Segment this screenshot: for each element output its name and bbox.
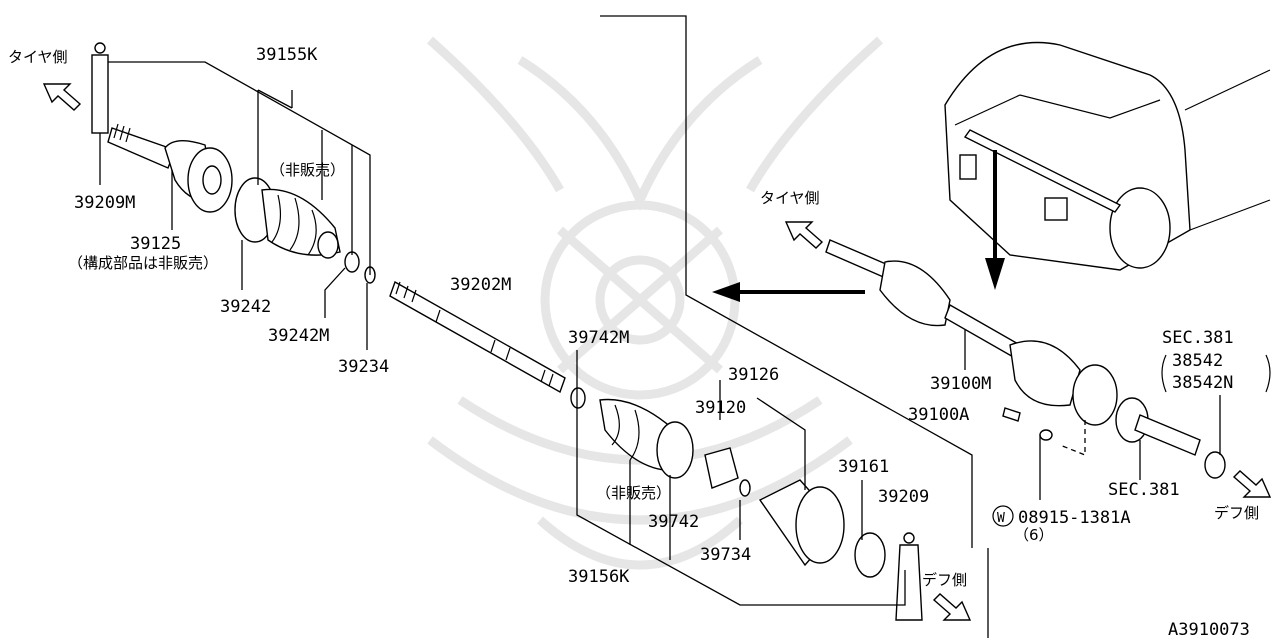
labels: タイヤ側 39155K （非販売） 39209M 39125 （構成部品は非販売… (8, 45, 1259, 640)
shaft-grooves (435, 309, 511, 361)
label-38542N: 38542N (1172, 373, 1233, 393)
label-tire-side-right: タイヤ側 (760, 189, 820, 207)
band-39742 (656, 421, 694, 479)
seal-38542 (1204, 451, 1226, 479)
boot-small-end (317, 231, 339, 259)
label-39242M: 39242M (268, 326, 329, 346)
label-washer-symbol: W (997, 511, 1005, 526)
label-39125: 39125 (130, 234, 181, 254)
arrow-left-head (712, 282, 740, 302)
truck-sketch (944, 41, 1271, 271)
diff-side-arrow-right (1232, 470, 1272, 498)
cap-39161 (854, 532, 886, 578)
label-diff-side-right: デフ側 (1214, 504, 1259, 522)
label-39100A: 39100A (908, 405, 969, 425)
outer-joint-assembly (91, 42, 376, 284)
arrow-down-head (985, 258, 1005, 290)
label-not-sold-1: （非販売） (270, 161, 345, 179)
tripod-39120 (704, 447, 739, 489)
label-39234: 39234 (338, 357, 389, 377)
leaders-39155K (257, 89, 353, 255)
label-39742M: 39742M (568, 328, 629, 348)
watermark-crest (427, 36, 883, 570)
stub-spline (113, 123, 131, 143)
pin-39209M-tip (94, 42, 106, 54)
bracket-39155K (108, 61, 371, 275)
label-39734: 39734 (700, 545, 751, 565)
band-39742M (570, 387, 586, 409)
label-tire-side-left: タイヤ側 (8, 48, 68, 66)
pin-39209M (91, 54, 109, 134)
label-sec381-top: SEC.381 (1162, 328, 1234, 348)
cv-housing-bore (202, 165, 222, 195)
inner-joint-parts (570, 387, 923, 621)
label-figure-code: A3910073 (1168, 620, 1250, 638)
label-qty-6: （6） (1014, 526, 1054, 544)
leader-lines (99, 15, 1221, 638)
label-39161: 39161 (838, 457, 889, 477)
truck-axle (963, 129, 1122, 213)
drive-shaft-39202M (389, 280, 566, 394)
label-39242: 39242 (220, 297, 271, 317)
shaft-body (389, 280, 566, 394)
label-diff-side-left: デフ側 (922, 571, 967, 589)
rh-outer-boot (879, 260, 951, 327)
pin-39209-tip (903, 532, 915, 544)
rh-shaft (944, 303, 1021, 360)
truck-wheel (1109, 187, 1171, 269)
truck-body-lines (1184, 69, 1271, 231)
label-sec381-bottom: SEC.381 (1108, 480, 1180, 500)
label-39120: 39120 (695, 398, 746, 418)
bracket-39156K (576, 350, 906, 606)
stub-shaft (107, 127, 176, 169)
sec381-brackets (1161, 354, 1271, 393)
leaders-inner (629, 380, 806, 560)
label-39100M: 39100M (930, 374, 991, 394)
leader-dashed-box (1059, 420, 1086, 456)
truck-lamp-right (1044, 197, 1068, 221)
label-38542: 38542 (1172, 351, 1223, 371)
sec381-shaft (1134, 414, 1201, 456)
housing-39126-face (795, 486, 845, 564)
label-39155K: 39155K (256, 45, 318, 65)
label-39742: 39742 (648, 512, 699, 532)
label-components-not-sold: （構成部品は非販売） (68, 254, 218, 272)
label-39202M: 39202M (450, 275, 511, 295)
label-39156K: 39156K (568, 567, 630, 587)
truck-windshield (954, 94, 1161, 126)
boot-inner-ribs (611, 404, 640, 461)
label-39126: 39126 (728, 365, 779, 385)
label-08915-1381A: 08915-1381A (1018, 508, 1131, 528)
label-not-sold-2: （非販売） (596, 484, 671, 502)
arrows (42, 83, 1272, 621)
pin-39209 (895, 544, 923, 621)
washer-symbol-circle (992, 505, 1014, 527)
rh-flange (1072, 364, 1118, 426)
rh-inner-boot (1009, 340, 1081, 407)
label-39209M: 39209M (74, 193, 135, 213)
tire-side-arrow-left (42, 83, 82, 111)
diff-side-arrow-left (932, 593, 972, 621)
bolt-39100A (1002, 407, 1021, 422)
truck-lamp-left (959, 154, 977, 180)
tire-side-arrow-right (784, 221, 824, 249)
snap-ring-39734 (739, 479, 751, 497)
washer-08915 (1039, 429, 1053, 441)
frame-divider (600, 15, 973, 548)
assembled-shaft-39100M (825, 239, 1226, 479)
boot-ribs (271, 194, 317, 256)
leader-39242M (324, 267, 346, 318)
shaft-splines (395, 281, 554, 387)
label-39209: 39209 (878, 487, 929, 507)
